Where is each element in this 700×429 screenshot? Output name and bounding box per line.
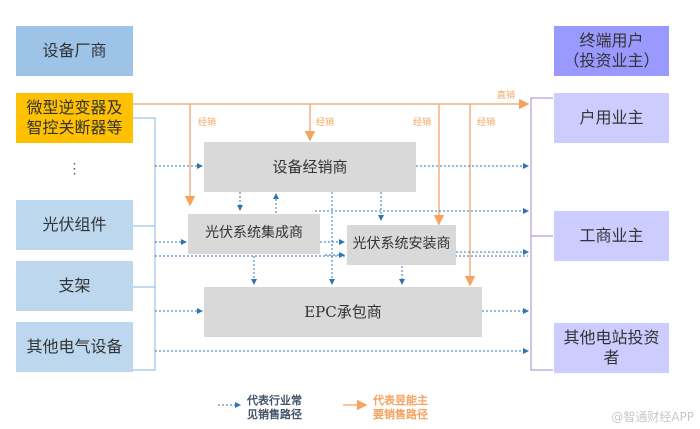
installer-box: 光伏系统安装商: [347, 225, 456, 265]
epc-label: EPC承包商: [304, 302, 382, 321]
residential-owner-box: 户用业主: [554, 93, 669, 143]
commercial-owner-box: 工商业主: [554, 211, 669, 261]
legend-solid-text: 代表昱能主 要销售路径: [373, 394, 428, 422]
manufacturer-bracket: [133, 117, 156, 371]
installer-label: 光伏系统安装商: [352, 236, 451, 253]
other-investor-label: 其他电站投资 者: [563, 328, 660, 367]
distributor-label: 设备经销商: [272, 157, 348, 176]
watermark: @智通财经APP: [611, 410, 694, 424]
integrator-label: 光伏系统集成商: [205, 225, 303, 242]
mounting-box: 支架: [16, 261, 133, 311]
mounting-label: 支架: [58, 276, 91, 295]
pv-module-box: 光伏组件: [16, 200, 133, 250]
end-user-bracket: [530, 97, 553, 371]
distribution-label-2: 经销: [316, 118, 335, 128]
ellipsis: ⋮: [16, 155, 133, 185]
micro-inverter-box: 微型逆变器及 智控关断器等: [16, 93, 133, 143]
solid-paths: [133, 98, 530, 287]
commercial-owner-label: 工商业主: [579, 226, 644, 245]
residential-owner-label: 户用业主: [579, 108, 644, 127]
micro-inverter-label: 微型逆变器及 智控关断器等: [26, 98, 123, 137]
manufacturer-header: 设备厂商: [16, 26, 133, 76]
ellipsis-label: ⋮: [67, 161, 82, 178]
electrical-equipment-label: 其他电气设备: [26, 337, 123, 356]
distribution-label-3: 经销: [413, 118, 432, 128]
direct-sales-label: 直销: [497, 91, 516, 101]
pv-module-label: 光伏组件: [42, 215, 107, 234]
legend-dotted-text: 代表行业常 见销售路径: [247, 394, 302, 422]
epc-box: EPC承包商: [204, 287, 482, 337]
distribution-label-1: 经销: [198, 118, 217, 128]
end-user-header-label: 终端用户 （投资业主）: [563, 31, 660, 70]
end-user-header: 终端用户 （投资业主）: [554, 26, 669, 76]
integrator-box: 光伏系统集成商: [188, 214, 320, 254]
other-investor-box: 其他电站投资 者: [554, 323, 669, 373]
distributor-box: 设备经销商: [204, 142, 416, 192]
distribution-label-4: 经销: [477, 118, 496, 128]
manufacturer-header-label: 设备厂商: [42, 41, 107, 60]
electrical-equipment-box: 其他电气设备: [16, 322, 133, 372]
